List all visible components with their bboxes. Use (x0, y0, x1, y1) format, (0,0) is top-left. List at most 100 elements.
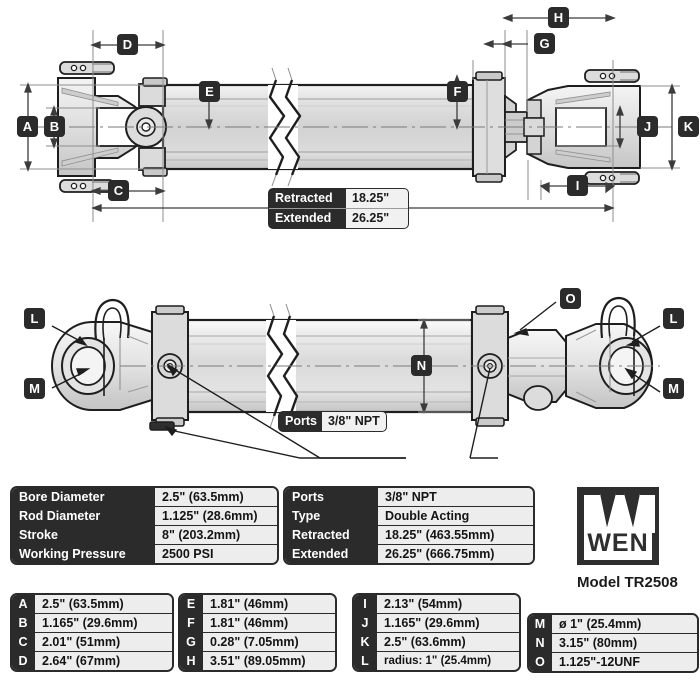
ports-tag-value: 3/8" NPT (321, 412, 386, 431)
spec-table-left: Bore Diameter 2.5" (63.5mm) Rod Diameter… (10, 486, 279, 565)
table-row: Rod Diameter 1.125" (28.6mm) (12, 506, 277, 526)
letter-table-2: E 1.81" (46mm) F 1.81" (46mm) G 0.28" (7… (178, 593, 337, 672)
letter-value: 2.64" (67mm) (34, 651, 172, 670)
table-row: Retracted 18.25" (463.55mm) (285, 525, 533, 545)
table-row: Stroke 8" (203.2mm) (12, 525, 277, 545)
spec-value: Double Acting (377, 506, 533, 526)
letter-value: 2.01" (51mm) (34, 632, 172, 652)
table-row: G 0.28" (7.05mm) (180, 632, 335, 652)
cylinder-pictorial (51, 296, 660, 431)
letter-value: 1.165" (29.6mm) (376, 613, 519, 633)
iso-badge-N: N (411, 355, 432, 376)
ports-tag-key: Ports (279, 412, 322, 431)
table-row: Bore Diameter 2.5" (63.5mm) (12, 488, 277, 507)
table-row: L radius: 1" (25.4mm) (354, 651, 519, 670)
table-row: Type Double Acting (285, 506, 533, 526)
iso-badge-L-left: L (24, 308, 45, 329)
spec-key: Ports (285, 488, 378, 507)
letter-value: 0.28" (7.05mm) (202, 632, 335, 652)
spec-key: Stroke (12, 525, 155, 545)
table-row: B 1.165" (29.6mm) (12, 613, 172, 633)
letter-value: 3.51" (89.05mm) (202, 651, 335, 670)
iso-badge-M-left: M (24, 378, 45, 399)
table-row: Extended 26.25" (666.75mm) (285, 544, 533, 563)
letter-key: K (354, 632, 377, 652)
letter-key: J (354, 613, 377, 633)
table-row: D 2.64" (67mm) (12, 651, 172, 670)
letter-key: H (180, 651, 203, 670)
table-row: E 1.81" (46mm) (180, 595, 335, 614)
letter-key: M (529, 615, 552, 634)
top-view-drawing (20, 14, 680, 222)
extension-lines-bottom (418, 319, 470, 413)
letter-value: 2.13" (54mm) (376, 595, 519, 614)
model-number: Model TR2508 (577, 574, 678, 591)
table-row: A 2.5" (63.5mm) (12, 595, 172, 614)
letter-key: N (529, 633, 552, 653)
letter-key: G (180, 632, 203, 652)
table-row: I 2.13" (54mm) (354, 595, 519, 614)
letter-value: ø 1" (25.4mm) (551, 615, 697, 634)
spec-key: Extended (285, 544, 378, 563)
table-row: Ports 3/8" NPT (285, 488, 533, 507)
iso-badge-M-right: M (663, 378, 684, 399)
length-tag: Retracted 18.25" Extended 26.25" (269, 189, 408, 228)
letter-value: radius: 1" (25.4mm) (376, 651, 519, 670)
table-row: N 3.15" (80mm) (529, 633, 697, 653)
table-row: F 1.81" (46mm) (180, 613, 335, 633)
table-row: O 1.125"-12UNF (529, 652, 697, 671)
spec-table-right: Ports 3/8" NPT Type Double Acting Retrac… (283, 486, 535, 565)
dim-badge-K: K (678, 116, 699, 137)
table-row: K 2.5" (63.6mm) (354, 632, 519, 652)
dim-badge-E: E (199, 81, 220, 102)
letter-key: I (354, 595, 377, 614)
iso-badge-O: O (560, 288, 581, 309)
ports-tag: Ports 3/8" NPT (279, 412, 386, 431)
letter-value: 1.81" (46mm) (202, 595, 335, 614)
brand-logo: WEN Model TR2508 (577, 487, 678, 591)
letter-key: A (12, 595, 35, 614)
letter-value: 1.165" (29.6mm) (34, 613, 172, 633)
letter-value: 1.125"-12UNF (551, 652, 697, 671)
spec-value: 26.25" (666.75mm) (377, 544, 533, 563)
spec-key: Bore Diameter (12, 488, 155, 507)
letter-table-4: M ø 1" (25.4mm) N 3.15" (80mm) O 1.125"-… (527, 613, 699, 673)
spec-key: Rod Diameter (12, 506, 155, 526)
letter-value: 1.81" (46mm) (202, 613, 335, 633)
dim-badge-A: A (17, 116, 38, 137)
letter-key: E (180, 595, 203, 614)
letter-value: 3.15" (80mm) (551, 633, 697, 653)
iso-badge-L-right: L (663, 308, 684, 329)
table-row: H 3.51" (89.05mm) (180, 651, 335, 670)
dim-badge-I: I (567, 175, 588, 196)
table-row: M ø 1" (25.4mm) (529, 615, 697, 634)
letter-key: C (12, 632, 35, 652)
extended-value: 26.25" (346, 209, 408, 228)
extended-key: Extended (269, 209, 346, 228)
spec-value: 1.125" (28.6mm) (154, 506, 277, 526)
table-row: Working Pressure 2500 PSI (12, 544, 277, 563)
wen-text-band (584, 533, 652, 560)
retracted-key: Retracted (269, 189, 346, 208)
spec-value: 3/8" NPT (377, 488, 533, 507)
spec-key: Retracted (285, 525, 378, 545)
spec-value: 2.5" (63.5mm) (154, 488, 277, 507)
wen-w-glyph (584, 493, 655, 533)
extension-lines-top (20, 30, 680, 222)
wen-logo-mark: WEN (577, 487, 659, 565)
letter-key: B (12, 613, 35, 633)
dim-badge-D: D (117, 34, 138, 55)
dim-badge-C: C (108, 180, 129, 201)
wen-wordmark: WEN (587, 529, 649, 557)
dim-badge-J: J (637, 116, 658, 137)
spec-value: 8" (203.2mm) (154, 525, 277, 545)
leader-lines (51, 301, 661, 459)
table-row: C 2.01" (51mm) (12, 632, 172, 652)
letter-table-3: I 2.13" (54mm) J 1.165" (29.6mm) K 2.5" … (352, 593, 521, 672)
dim-badge-H: H (548, 7, 569, 28)
letter-key: F (180, 613, 203, 633)
dim-badge-B: B (44, 116, 65, 137)
retracted-value: 18.25" (346, 189, 408, 208)
letter-value: 2.5" (63.5mm) (34, 595, 172, 614)
